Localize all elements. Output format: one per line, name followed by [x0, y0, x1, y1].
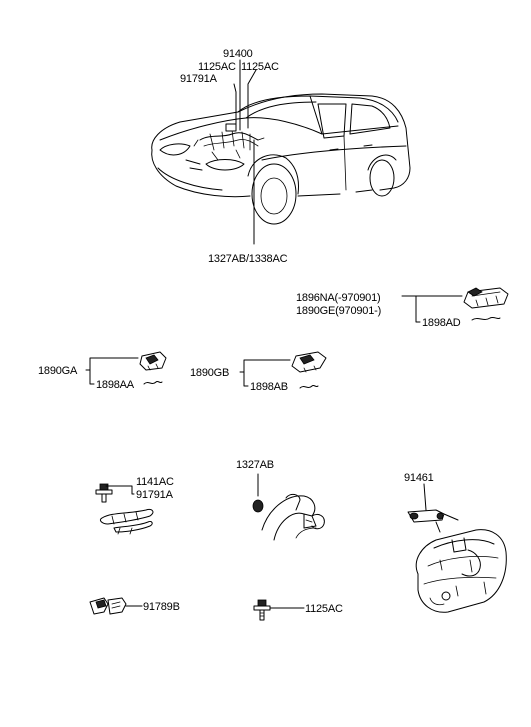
label-91461: 91461 [404, 472, 434, 484]
grommet-icon [252, 473, 325, 541]
label-1898ad: 1898AD [422, 317, 461, 329]
label-91791a: 91791A [136, 489, 174, 501]
car-label-91791a: 91791A [180, 73, 218, 85]
car-label-1327ab-1338ac: 1327AB/1338AC [208, 253, 288, 265]
connector-icon [239, 351, 327, 389]
connector-icon [85, 351, 167, 385]
car-label-91400: 91400 [223, 48, 253, 60]
car-icon [151, 59, 411, 245]
label-1141ac: 1141AC [136, 476, 174, 488]
bolt-icon [253, 599, 305, 621]
label-1898aa: 1898AA [96, 379, 135, 391]
label-1890gb: 1890GB [190, 367, 229, 379]
label-1327ab: 1327AB [236, 459, 274, 471]
label-1896na: 1896NA(-970901) [296, 292, 380, 304]
car-label-1125ac-right: 1125AC [241, 61, 279, 73]
transaxle-bracket-icon [407, 483, 507, 613]
label-1890ge: 1890GE(970901-) [296, 305, 381, 317]
label-91789b: 91789B [143, 601, 180, 613]
car-label-1125ac-left: 1125AC [198, 61, 236, 73]
label-1125ac: 1125AC [305, 603, 343, 615]
label-1890ga: 1890GA [38, 365, 78, 377]
clip-icon [89, 597, 143, 615]
label-1898ab: 1898AB [250, 381, 288, 393]
connector-icon [401, 287, 509, 323]
bolt-icon [95, 483, 154, 535]
